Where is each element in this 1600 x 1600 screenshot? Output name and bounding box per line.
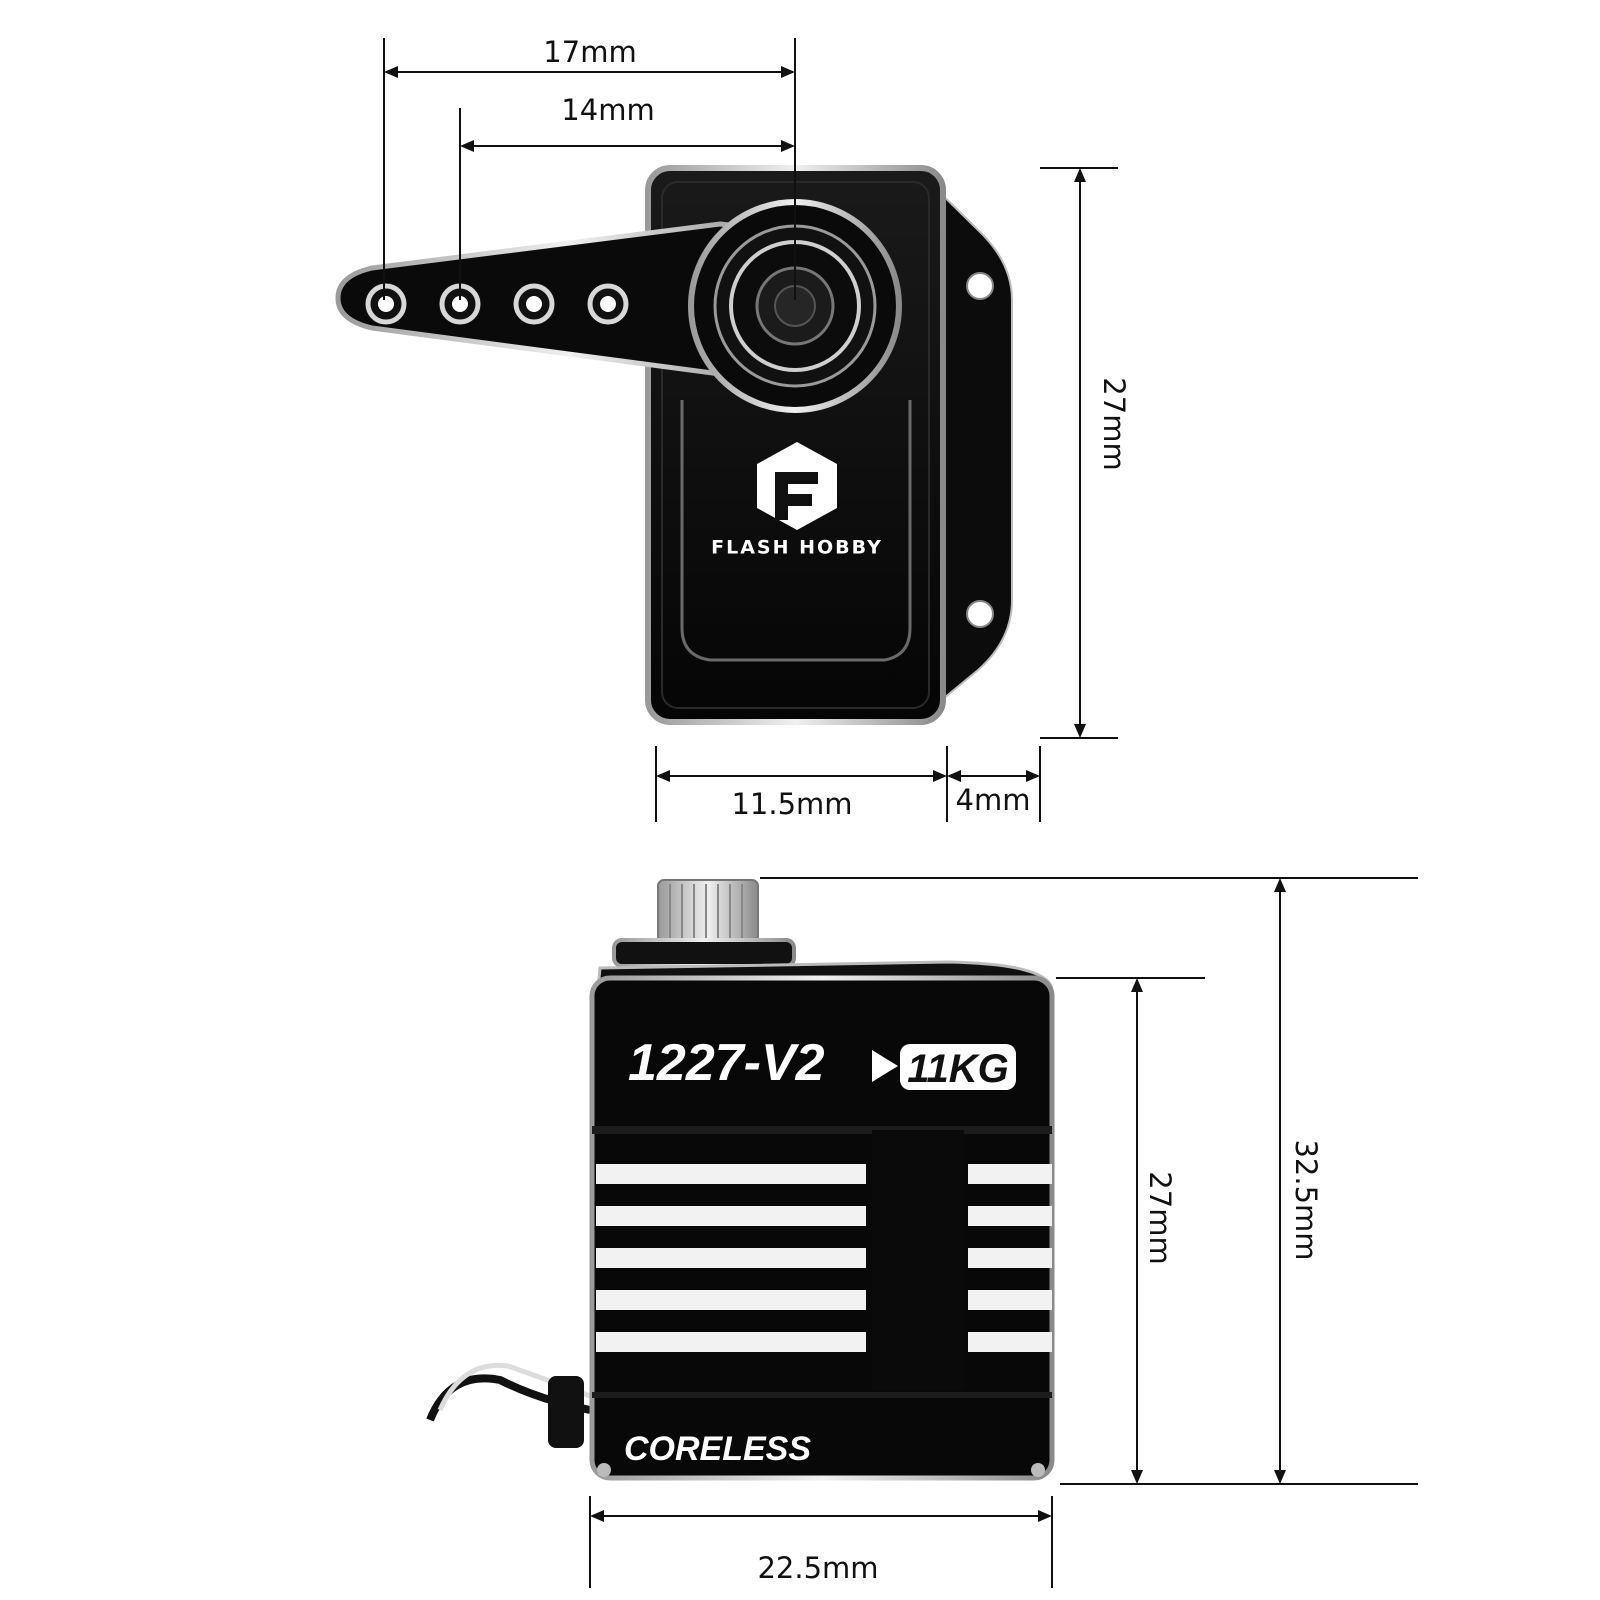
case-divider <box>592 1126 1052 1134</box>
arrow-left <box>947 770 961 782</box>
arrow-down <box>1131 1470 1143 1484</box>
arrow-up <box>1274 878 1286 892</box>
side-view: 1227-V2 11KG CORELESS <box>426 877 1418 1588</box>
model-number: 1227-V2 <box>628 1034 825 1092</box>
arrow-up <box>1131 978 1143 992</box>
case-screw <box>1031 1463 1045 1477</box>
brand-name: FLASH HOBBY <box>711 537 883 559</box>
spline-base <box>612 938 796 968</box>
coreless-label: CORELESS <box>624 1430 811 1468</box>
top-view: FLASH HOBBY 17mm 14mm 27mm 11.5mm <box>335 35 1131 822</box>
dim-label-27mm-side: 27mm <box>1143 1171 1177 1264</box>
dim-label-17mm: 17mm <box>543 35 636 69</box>
arrow-right <box>1038 1510 1052 1522</box>
mounting-hole-bottom <box>966 600 994 628</box>
cable-grommet <box>548 1376 584 1448</box>
arrow-left <box>460 140 474 152</box>
case-screw <box>597 1463 611 1477</box>
bottom-divider <box>592 1392 1052 1398</box>
arrow-right <box>781 66 795 78</box>
arrow-up <box>1074 168 1086 182</box>
arrow-right <box>1026 770 1040 782</box>
torque-badge: 11KG <box>872 1044 1016 1091</box>
arrow-left <box>656 770 670 782</box>
center-rib <box>872 1130 964 1390</box>
horn-holes <box>365 283 629 325</box>
dim-label-14mm: 14mm <box>561 93 654 127</box>
dim-label-4mm: 4mm <box>956 783 1031 817</box>
play-arrow-icon <box>872 1050 898 1082</box>
torque-value: 11KG <box>907 1047 1009 1091</box>
dim-label-32-5mm: 32.5mm <box>1289 1139 1323 1260</box>
horn-hole-center <box>600 296 616 312</box>
flash-hobby-logo: FLASH HOBBY <box>711 442 883 559</box>
arrow-down <box>1274 1470 1286 1484</box>
dim-label-22-5mm: 22.5mm <box>757 1551 878 1585</box>
arrow-left <box>384 66 398 78</box>
spline-teeth <box>669 884 743 938</box>
horn-hole-center <box>452 296 468 312</box>
dim-label-11-5mm: 11.5mm <box>731 787 852 821</box>
mounting-hole-top <box>966 272 994 300</box>
cooling-fins <box>596 1164 1052 1352</box>
arrow-left <box>590 1510 604 1522</box>
horn-hole-center <box>378 296 394 312</box>
horn-hole-center <box>526 296 542 312</box>
arrow-right <box>933 770 947 782</box>
body-recess <box>680 400 912 662</box>
arrow-down <box>1074 724 1086 738</box>
arrow-right <box>781 140 795 152</box>
dim-label-27mm-top: 27mm <box>1097 377 1131 470</box>
